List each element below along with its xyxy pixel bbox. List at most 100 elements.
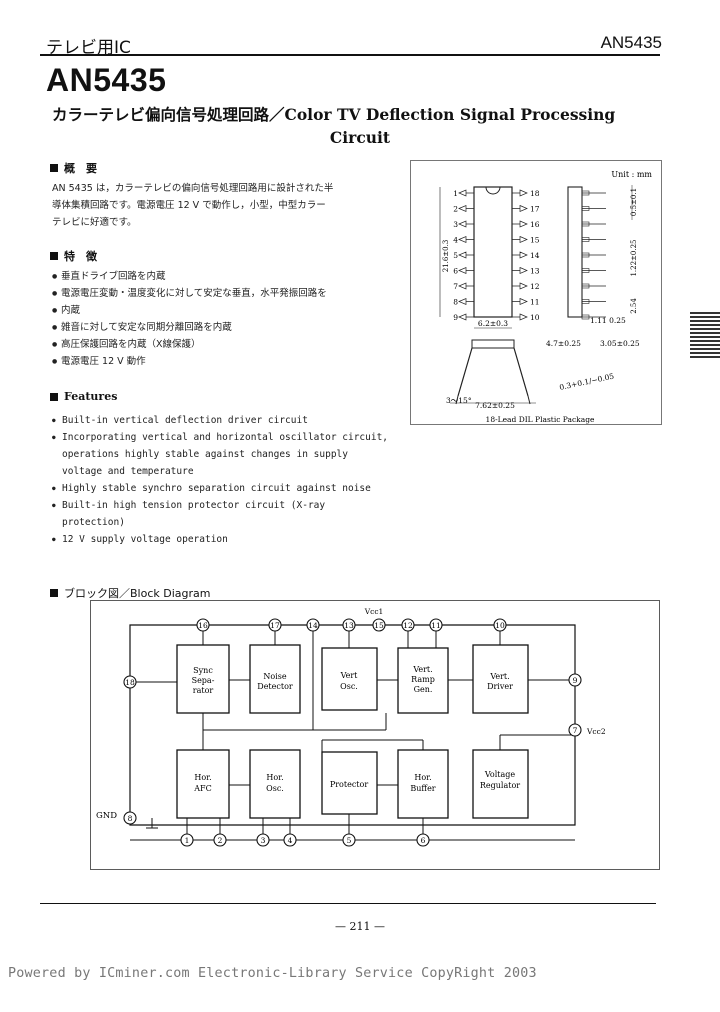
- svg-text:Gen.: Gen.: [414, 685, 433, 694]
- side-view-leads: [581, 190, 606, 320]
- square-bullet-icon: [50, 164, 58, 172]
- overview-heading: 概 要: [50, 160, 97, 176]
- dip-body-side-view: [567, 186, 583, 318]
- svg-text:3: 3: [261, 836, 266, 845]
- pin-8: 8: [123, 811, 137, 825]
- list-item: 垂直ドライブ回路を内蔵: [52, 268, 382, 285]
- svg-text:Voltage: Voltage: [484, 770, 516, 779]
- dim-row-width: 7.62±0.25: [475, 401, 515, 410]
- svg-text:Osc.: Osc.: [266, 784, 284, 793]
- thumb-index-tab: [690, 310, 720, 358]
- pin-lead-right: [512, 220, 528, 228]
- footer-credit: Powered by ICminer.com Electronic-Librar…: [8, 966, 537, 981]
- title-line-2: Circuit: [329, 128, 391, 147]
- dim-width: 6.2±0.3: [478, 319, 508, 328]
- pin-label-right: 14: [530, 251, 540, 260]
- svg-text:4: 4: [288, 836, 293, 845]
- svg-text:Driver: Driver: [487, 682, 513, 691]
- pin-2: 2: [213, 833, 227, 847]
- feature-line: ●Built-in high tension protector circuit…: [52, 497, 392, 514]
- dim-d2: 1.22±0.25: [630, 239, 638, 276]
- drawing-frame: [410, 160, 662, 425]
- side-lead-shoulder: [581, 283, 590, 289]
- svg-text:17: 17: [270, 621, 280, 630]
- svg-text:11: 11: [431, 621, 441, 630]
- svg-text:12: 12: [403, 621, 413, 630]
- pin-label-left: 7: [453, 282, 458, 291]
- bullet-icon: ●: [52, 536, 56, 543]
- dim-d3: 2.54: [630, 298, 638, 314]
- pin-label-right: 15: [530, 236, 540, 245]
- pin-18: 18: [123, 675, 137, 689]
- svg-text:Ramp: Ramp: [411, 675, 435, 684]
- pin-label-right: 10: [530, 313, 540, 322]
- overview-body: AN 5435 は，カラーテレビの偏向信号処理回路用に設計された半 導体集積回路…: [52, 180, 382, 231]
- svg-text:15: 15: [374, 621, 384, 630]
- side-lead-shoulder: [581, 206, 590, 211]
- svg-text:1: 1: [185, 836, 190, 845]
- svg-text:Hor.: Hor.: [194, 773, 211, 782]
- pin-label-left: 2: [453, 205, 458, 214]
- feature-line: ●12 V supply voltage operation: [52, 531, 392, 548]
- block-hor-afc: Hor. AFC: [176, 749, 230, 819]
- svg-text:Vert.: Vert.: [412, 665, 432, 674]
- pin-lead-right: [512, 235, 528, 244]
- svg-text:14: 14: [308, 621, 318, 630]
- bullet-icon: ●: [52, 485, 56, 492]
- block-vert-driver: Vert. Driver: [472, 644, 529, 714]
- pin-lead-left: [458, 189, 474, 197]
- feature-line: voltage and temperature: [62, 466, 194, 477]
- pin-label-right: 17: [530, 205, 540, 214]
- svg-text:Sepa-: Sepa-: [192, 676, 215, 685]
- pin-label-left: 3: [453, 220, 458, 229]
- pin-lead-right: [512, 266, 528, 275]
- block-diagram-heading: ブロック図／Block Diagram: [50, 585, 210, 601]
- pin-13: 13: [342, 618, 356, 632]
- diagram-frame: [90, 600, 660, 870]
- vcc1-label: Vcc1: [364, 607, 384, 616]
- svg-text:13: 13: [344, 621, 354, 630]
- pin-label-left: 6: [453, 267, 458, 276]
- overview-line: テレビに好適です。: [52, 217, 137, 228]
- feature-line: ●Incorporating vertical and horizontal o…: [52, 429, 392, 446]
- pin-10: 10: [493, 618, 507, 632]
- pin-lead-left: [458, 204, 474, 213]
- pin-lead-right: [512, 204, 528, 213]
- svg-text:10: 10: [495, 621, 505, 630]
- overview-line: AN 5435 は，カラーテレビの偏向信号処理回路用に設計された半: [52, 183, 334, 194]
- features-en-heading: Features: [50, 390, 117, 403]
- features-en-list: ●Built-in vertical deflection driver cir…: [52, 412, 392, 548]
- features-jp-heading: 特 徴: [50, 248, 97, 264]
- header-part-number: AN5435: [600, 33, 662, 52]
- pin-label-left: 1: [453, 189, 458, 198]
- features-jp-heading-text: 特 徴: [64, 250, 97, 263]
- svg-text:Osc.: Osc.: [340, 682, 358, 691]
- vcc2-label: Vcc2: [586, 727, 606, 736]
- pin-11: 11: [429, 618, 443, 632]
- overview-line: 導体集積回路です。電源電圧 12 V で動作し，小型，中型カラー: [52, 200, 326, 211]
- pin-lead-right: [512, 251, 528, 259]
- overview-heading-text: 概 要: [64, 162, 97, 175]
- svg-text:2: 2: [218, 836, 223, 845]
- pin-label-left: 5: [453, 251, 458, 260]
- features-jp-list: 垂直ドライブ回路を内蔵 電源電圧変動・温度変化に対して安定な垂直，水平発振回路を…: [52, 268, 382, 370]
- pin-5: 5: [342, 833, 356, 847]
- svg-text:9: 9: [573, 676, 578, 685]
- feature-line: ●Built-in vertical deflection driver cir…: [52, 412, 392, 429]
- svg-text:Buffer: Buffer: [410, 784, 435, 793]
- block-vert-ramp-gen: Vert. Ramp Gen.: [397, 647, 449, 714]
- unit-label: Unit : mm: [611, 170, 652, 179]
- pin-lead-left: [458, 297, 474, 306]
- pin-14: 14: [306, 618, 320, 632]
- dip-body-top-view: [473, 186, 513, 318]
- block-hor-osc: Hor. Osc.: [249, 749, 301, 819]
- pin-4: 4: [283, 833, 297, 847]
- svg-text:Protector: Protector: [330, 780, 368, 789]
- square-bullet-icon: [50, 252, 58, 260]
- side-lead-shoulder: [581, 190, 590, 196]
- feature-line: operations highly stable against changes…: [62, 449, 348, 460]
- block-hor-buffer: Hor. Buffer: [397, 749, 449, 819]
- feature-line: protection): [62, 517, 125, 528]
